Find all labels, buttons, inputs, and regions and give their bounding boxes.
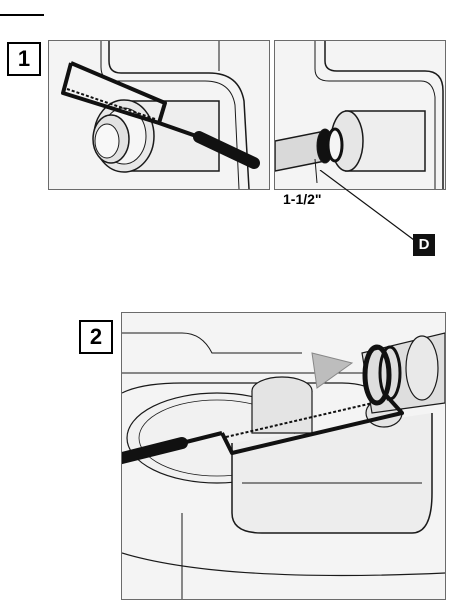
clamp-icon <box>316 127 344 164</box>
step-1-label: 1 <box>7 42 41 76</box>
step-1-right-illustration <box>275 41 444 189</box>
step-2-panel <box>121 312 446 600</box>
pump-housing-icon <box>330 110 426 172</box>
step-1-right-panel <box>274 40 446 190</box>
step-1-left-illustration <box>61 41 260 189</box>
step-2-label: 2 <box>79 320 113 354</box>
step-1-left-panel <box>48 40 270 190</box>
hacksaw-icon <box>61 61 260 169</box>
callout-leader-line <box>319 170 415 241</box>
hacksaw-icon <box>122 391 404 465</box>
dimension-label: 1-1/2" <box>283 191 322 207</box>
corner-rule <box>0 14 44 16</box>
part-d-badge: D <box>413 234 435 256</box>
step-2-illustration <box>122 332 445 599</box>
